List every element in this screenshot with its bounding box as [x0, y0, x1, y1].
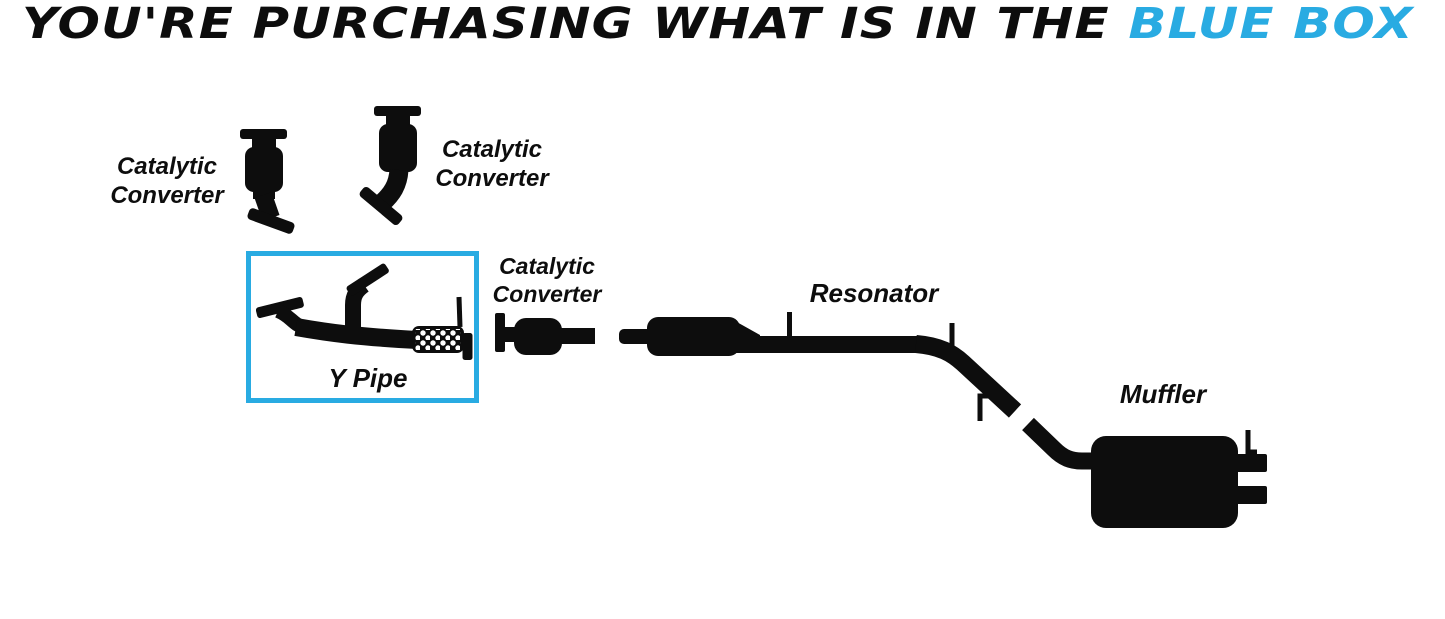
catalytic-converter-2-label-line2: Converter	[435, 165, 549, 192]
catalytic-converter-3-label-line1: Catalytic	[499, 253, 595, 279]
catalytic-converter-3-label: Catalytic Converter	[482, 252, 612, 308]
catalytic-converter-2-label-line1: Catalytic	[441, 136, 543, 163]
y-pipe-icon	[255, 263, 473, 360]
page-title-highlight-text: BLUE BOX	[1128, 0, 1414, 49]
catalytic-converter-2-label: Catalytic Converter	[420, 135, 564, 193]
catalytic-converter-1-label-line2: Converter	[110, 182, 224, 209]
catalytic-converter-2-icon	[359, 106, 421, 226]
page-title-black-text: YOU'RE PURCHASING WHAT IS IN THE	[22, 0, 1110, 49]
catalytic-converter-3-label-line2: Converter	[492, 281, 602, 307]
blue-box-highlight	[246, 251, 479, 403]
muffler-icon	[1091, 430, 1267, 528]
muffler-label: Muffler	[1119, 379, 1207, 409]
page-title: YOU'RE PURCHASING WHAT IS IN THE BLUE BO…	[22, 0, 1414, 52]
y-pipe-label: Y Pipe	[328, 363, 408, 393]
catalytic-converter-1-label: Catalytic Converter	[98, 152, 236, 210]
catalytic-converter-1-icon	[240, 129, 295, 234]
resonator-label: Resonator	[809, 278, 939, 308]
catalytic-converter-1-label-line1: Catalytic	[116, 153, 218, 180]
resonator-icon	[619, 312, 1094, 470]
catalytic-converter-3-icon	[495, 313, 595, 355]
